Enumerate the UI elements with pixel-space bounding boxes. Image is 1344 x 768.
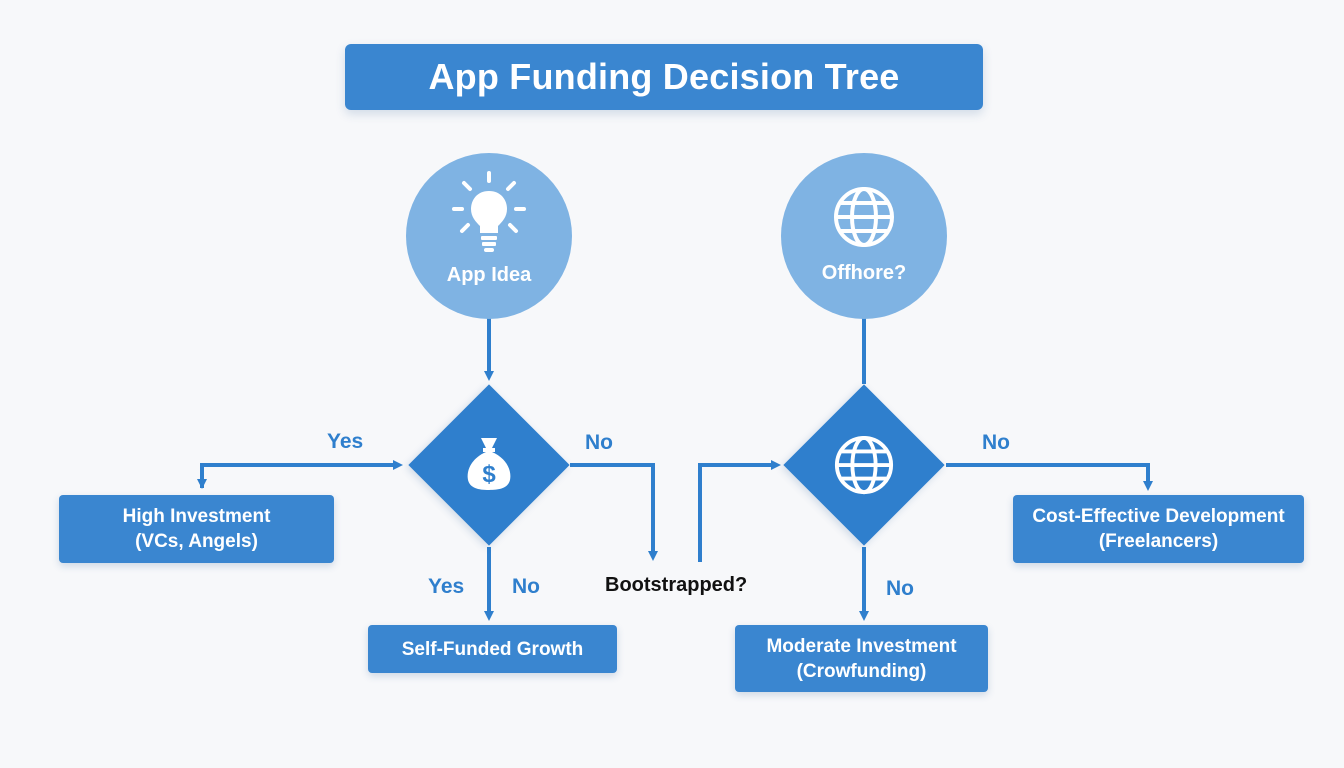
cost-effective-subtitle: (Freelancers) [1098,531,1219,552]
high-investment-title: High Investment [122,506,271,527]
arrow-no-bootstrapped [570,463,658,561]
edge-label-no-right: No [585,431,613,454]
app-idea-label: App Idea [446,264,532,286]
self-funded-label: Self-Funded Growth [401,638,584,660]
cost-effective-box: Cost-Effective Development (Freelancers) [1013,495,1304,563]
edge-label-no-globe-right: No [982,431,1010,454]
edge-label-yes-bottom: Yes [428,575,465,598]
app-idea-node: App Idea [406,153,572,319]
globe-icon [834,435,894,495]
globe-icon [834,187,894,247]
moderate-investment-title: Moderate Investment [766,635,957,657]
arrow-no-cost-effective [946,463,1153,491]
offshore-node: Offhore? [781,153,947,319]
high-investment-box: High Investment (VCs, Angels) [59,495,334,563]
money-bag-icon: $ [467,438,511,490]
edge-label-yes-left: Yes [327,430,364,453]
offshore-label: Offhore? [821,262,907,284]
bootstrapped-label: Bootstrapped? [605,574,748,596]
edge-label-no-bottom: No [512,575,540,598]
moderate-investment-box: Moderate Investment (Crowfunding) [735,625,988,692]
moderate-investment-subtitle: (Crowfunding) [796,660,927,682]
self-funded-box: Self-Funded Growth [368,625,617,673]
high-investment-subtitle: (VCs, Angels) [135,531,258,552]
lightbulb-icon [452,171,526,252]
title-banner: App Funding Decision Tree [345,44,983,110]
svg-text:$: $ [482,461,496,488]
page-title: App Funding Decision Tree [428,56,900,97]
cost-effective-title: Cost-Effective Development [1032,506,1285,527]
arrow-yes-high-investment [200,460,403,488]
arrow-bootstrapped-to-globe [698,460,781,562]
edge-label-no-globe-bottom: No [886,577,914,600]
